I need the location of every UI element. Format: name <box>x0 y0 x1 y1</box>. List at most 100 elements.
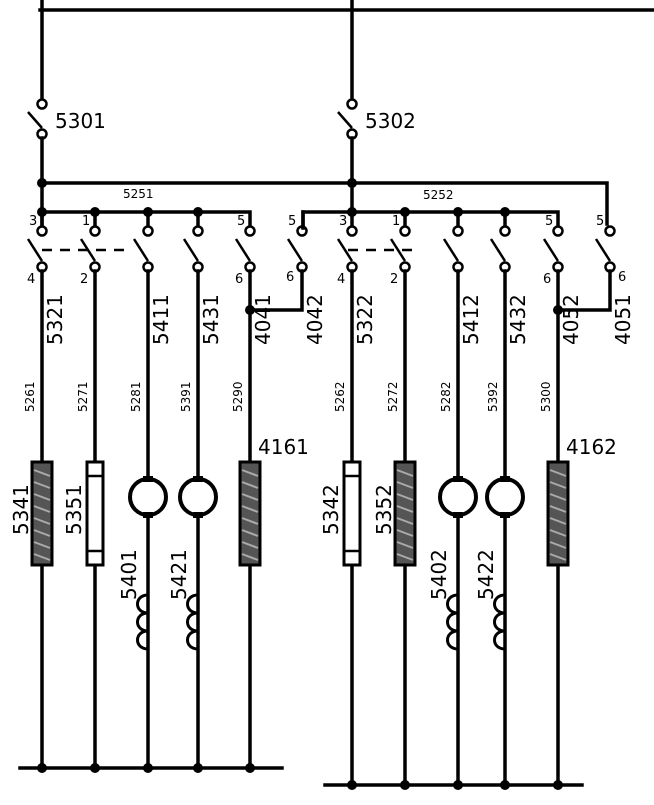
switch-blade <box>336 238 354 262</box>
terminal-number: 6 <box>286 270 294 285</box>
contact-terminal <box>399 225 411 237</box>
bus-label: 5252 <box>423 188 454 202</box>
switch-blade <box>27 111 43 129</box>
wire-number: 5271 <box>76 381 90 412</box>
load-label: 4162 <box>566 435 617 459</box>
switch-label: 4042 <box>303 294 327 345</box>
junction-dot <box>553 305 563 315</box>
fuse-dark <box>393 460 417 567</box>
fuse-hatch <box>549 493 567 501</box>
contact-terminal <box>142 225 154 237</box>
terminal-number: 6 <box>618 270 626 285</box>
fuse-hatch <box>549 529 567 537</box>
switch-label: 4041 <box>251 294 275 345</box>
motor-brush <box>193 476 203 482</box>
field-coil-icon <box>446 593 459 651</box>
fuse-hatch <box>549 481 567 489</box>
load-label: 5421 <box>167 549 191 600</box>
switch-label: 5431 <box>199 294 223 345</box>
motor-icon <box>438 477 478 517</box>
motor-brush <box>500 476 510 482</box>
load-label: 5422 <box>474 549 498 600</box>
fuse-hatch <box>396 481 414 489</box>
cross-connection <box>248 269 304 312</box>
fuse-hatch <box>33 505 51 513</box>
load-label: 5342 <box>319 484 343 535</box>
switch-blade <box>26 238 44 262</box>
motor-brush <box>500 512 510 518</box>
fuse-hatch <box>549 517 567 525</box>
wire-number: 5392 <box>486 381 500 412</box>
contact-terminal <box>36 98 48 110</box>
contact-terminal <box>89 225 101 237</box>
terminal-number: 2 <box>390 272 398 287</box>
distribution-bus <box>40 181 609 226</box>
fuse-hatch <box>33 541 51 549</box>
fuse-hatch <box>241 481 259 489</box>
motor-icon <box>128 477 168 517</box>
terminal-number: 5 <box>596 214 604 229</box>
fuse-hatch <box>396 517 414 525</box>
wire-number: 5300 <box>539 381 553 412</box>
fuse-hatch <box>241 505 259 513</box>
fuse-hatch <box>396 541 414 549</box>
fuse-hatch <box>33 517 51 525</box>
switch-blade <box>542 238 560 262</box>
fuse-hatch <box>241 469 259 477</box>
terminal-number: 4 <box>337 272 345 287</box>
fuse-hatch <box>549 505 567 513</box>
wire-number: 5262 <box>333 381 347 412</box>
fuse-hatch <box>33 469 51 477</box>
bus-label: 5251 <box>123 187 154 201</box>
fuse-hatch <box>549 553 567 561</box>
fuse-hatch <box>241 541 259 549</box>
wire-number: 5282 <box>439 381 453 412</box>
fuse-dark <box>30 460 54 567</box>
fuse-hatch <box>241 517 259 525</box>
fuse-hatch <box>396 505 414 513</box>
wire-number: 5290 <box>231 381 245 412</box>
fuse-light <box>342 460 362 567</box>
switch-blade <box>594 238 612 262</box>
fuse-hatch <box>396 529 414 537</box>
contact-terminal <box>552 225 564 237</box>
switch-label: 4051 <box>611 294 635 345</box>
switch-blade <box>234 238 252 262</box>
contact-terminal <box>452 225 464 237</box>
fuse-hatch <box>241 493 259 501</box>
terminal-number: 3 <box>339 214 347 229</box>
motor-icon <box>485 477 525 517</box>
fuse-hatch <box>549 469 567 477</box>
wire-number: 5281 <box>129 381 143 412</box>
motor-brush <box>453 476 463 482</box>
main-switch-label: 5302 <box>365 109 416 133</box>
cross-connection <box>556 269 612 312</box>
switch-blade <box>182 238 200 262</box>
motor-brush <box>143 512 153 518</box>
wire-number: 5261 <box>23 381 37 412</box>
fuse-hatch <box>241 553 259 561</box>
switch-blade <box>389 238 407 262</box>
wire-number: 5391 <box>179 381 193 412</box>
terminal-number: 2 <box>80 272 88 287</box>
field-coil-icon <box>136 593 149 651</box>
fuse-hatch <box>549 541 567 549</box>
fuse-hatch <box>33 493 51 501</box>
switch-blade <box>337 111 353 129</box>
terminal-number: 6 <box>543 272 551 287</box>
fuse-hatch <box>396 469 414 477</box>
switch-label: 5321 <box>43 294 67 345</box>
fuse-hatch <box>33 553 51 561</box>
field-coil-icon <box>186 593 199 651</box>
switch-blade <box>489 238 507 262</box>
load-label: 5401 <box>117 549 141 600</box>
contact-terminal <box>604 225 616 237</box>
load-label: 5341 <box>9 484 33 535</box>
contact-terminal <box>192 225 204 237</box>
switch-blade <box>132 238 150 262</box>
contact-terminal <box>36 225 48 237</box>
motor-brush <box>143 476 153 482</box>
switch-label: 5412 <box>459 294 483 345</box>
fuse-hatch <box>396 493 414 501</box>
